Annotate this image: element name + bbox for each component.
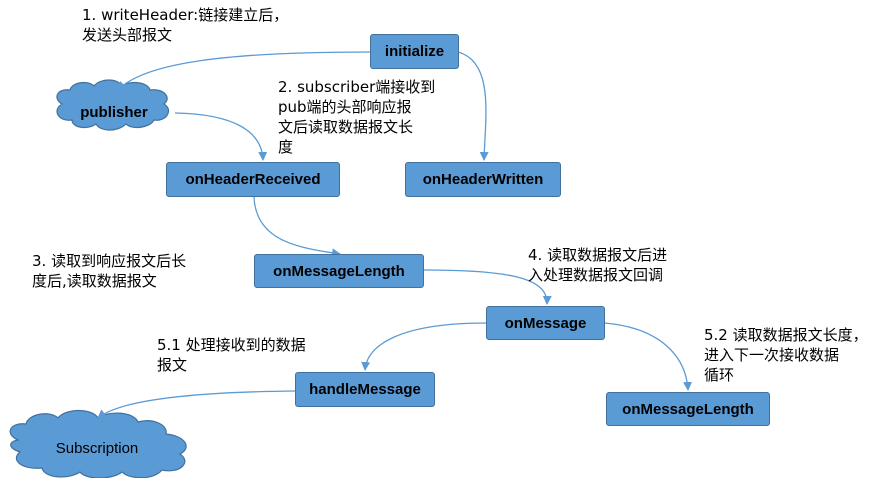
publisher-label: publisher — [80, 103, 148, 121]
arrow-initialize-to-onheaderwritten — [457, 51, 489, 161]
step3-note: 3. 读取到响应报文后长 度后,读取数据报文 — [32, 252, 187, 290]
arrow-publisher-to-onheaderreceived — [174, 112, 268, 161]
arrow-handlemessage-to-subscription — [97, 390, 297, 419]
on-message-length-loop-node: onMessageLength — [606, 392, 770, 426]
on-message-length-node: onMessageLength — [254, 254, 424, 288]
handle-message-node: handleMessage — [295, 372, 435, 407]
subscription-cloud-shape — [9, 409, 187, 478]
arrow-onheaderreceived-to-onmessagelength — [253, 196, 341, 258]
arrow-onmessage-to-onmessagelength-2 — [604, 322, 693, 391]
on-message-node: onMessage — [486, 306, 605, 340]
step5-2-note: 5.2 读取数据报文长度， 进入下一次接收数据 循环 — [704, 326, 868, 384]
initialize-node: initialize — [370, 34, 459, 69]
on-header-written-node: onHeaderWritten — [405, 162, 561, 197]
arrow-onmessagelength-to-onmessage — [423, 269, 552, 305]
step2-note: 2. subscriber端接收到 pub端的头部响应报 文后读取数据报文长 度 — [278, 78, 436, 156]
step1-note: 1. writeHeader:链接建立后， 发送头部报文 — [82, 6, 289, 44]
on-header-received-node: onHeaderReceived — [166, 162, 340, 197]
subscription-label: Subscription — [55, 439, 139, 457]
publisher-cloud-shape — [56, 79, 169, 131]
arrow-initialize-to-publisher — [117, 51, 371, 91]
step5-1-note: 5.1 处理接收到的数据 报文 — [157, 336, 306, 374]
arrow-onmessage-to-handlemessage — [361, 322, 487, 371]
step4-note: 4. 读取数据报文后进 入处理数据报文回调 — [528, 246, 668, 284]
